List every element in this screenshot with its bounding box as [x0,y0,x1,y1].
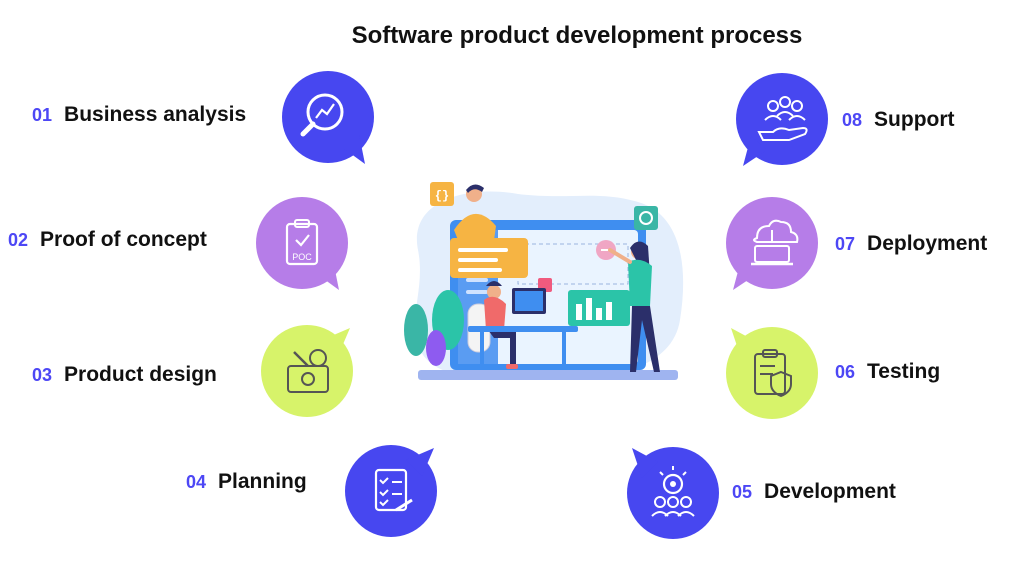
step-label: Deployment [867,232,988,255]
svg-text:POC: POC [292,252,312,262]
step-04: 04 Planning [186,470,307,494]
step-number: 07 [835,233,856,254]
bubble-proof-of-concept: POC [253,194,351,292]
poc-clipboard-icon: POC [285,219,319,266]
page-title: Software product development process [351,22,803,49]
step-06: 06 Testing [835,360,940,384]
step-label: Product design [64,363,217,386]
design-tools-icon [287,349,329,393]
step-label: Development [764,480,896,503]
bubble-business-analysis [279,68,377,166]
step-label: Business analysis [64,103,247,126]
step-07: 07 Deployment [835,232,987,256]
step-number: 04 [186,471,207,492]
step-label: Support [874,108,955,131]
step-number: 08 [842,109,863,130]
step-05: 05 Development [732,480,896,504]
step-number: 02 [8,229,29,250]
step-label: Testing [867,360,941,383]
magnifier-chart-icon [300,93,344,137]
step-02: 02 Proof of concept [8,228,207,252]
step-number: 03 [32,364,53,385]
bubble-development [624,444,722,542]
step-number: 06 [835,361,856,382]
developer-team-illustration: {} [404,182,684,380]
step-number: 01 [32,104,53,125]
step-label: Proof of concept [40,228,207,251]
step-label: Planning [218,470,307,493]
cloud-laptop-icon [751,219,799,266]
step-01: 01 Business analysis [32,103,246,127]
hand-people-icon [757,96,808,141]
svg-text:{}: {} [435,189,449,203]
bubble-deployment [723,194,821,292]
clipboard-shield-icon [754,349,792,398]
step-03: 03 Product design [32,363,217,387]
checklist-icon [374,468,413,512]
bubble-support [733,70,831,168]
team-gear-icon [651,466,695,517]
bubble-testing [723,324,821,422]
bubble-product-design [258,322,356,420]
bubble-planning [342,442,440,540]
step-number: 05 [732,481,753,502]
step-08: 08 Support [842,108,955,132]
